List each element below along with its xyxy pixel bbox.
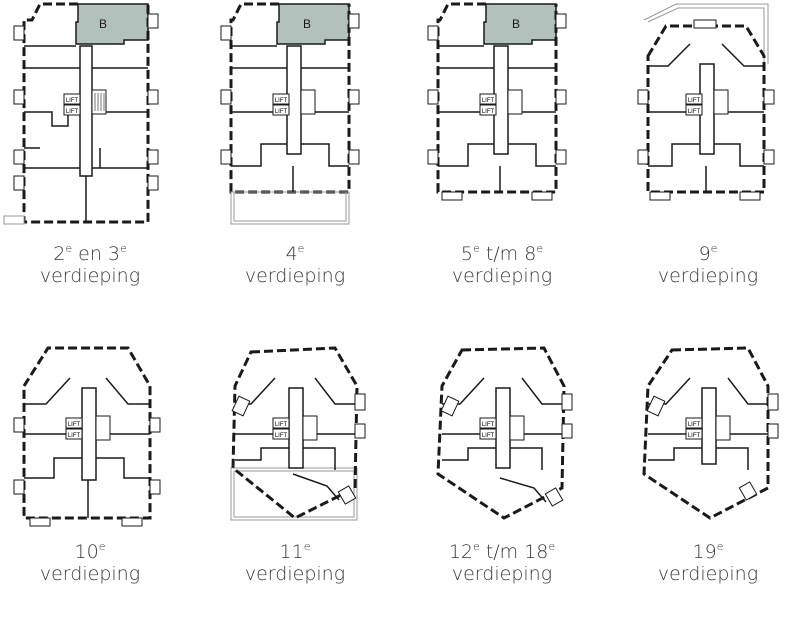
floorplan-10: LIFT LIFT 10e verdieping (0, 338, 180, 618)
svg-text:B: B (512, 17, 520, 31)
floor-caption-11: 11e verdieping (244, 540, 346, 585)
svg-text:LIFT: LIFT (688, 422, 701, 428)
svg-text:LIFT: LIFT (66, 109, 79, 115)
floorplan-11: LIFT LIFT 11e verdieping (205, 338, 385, 618)
floorplan-9: LIFT LIFT 9e verdieping (618, 0, 798, 287)
floor-caption-12-18: 12e t/m 18e verdieping (448, 540, 556, 585)
floor-caption-9: 9e verdieping (657, 242, 759, 287)
floorplan-4-drawing: B LIFT LIFT (220, 2, 360, 225)
svg-text:LIFT: LIFT (275, 422, 288, 428)
floorplan-10-drawing: LIFT LIFT (13, 346, 161, 527)
svg-text:LIFT: LIFT (275, 109, 288, 115)
floor-caption-5-8: 5e t/m 8e verdieping (451, 242, 553, 287)
floorplan-19: LIFT LIFT 19e verdieping (618, 338, 798, 618)
floor-caption-19: 19e verdieping (657, 540, 759, 585)
svg-text:LIFT: LIFT (482, 98, 495, 104)
floorplan-12-18-drawing: LIFT LIFT (436, 346, 573, 520)
svg-text:LIFT: LIFT (482, 422, 495, 428)
floorplan-19-drawing: LIFT LIFT (642, 346, 779, 520)
svg-text:LIFT: LIFT (688, 98, 701, 104)
svg-text:LIFT: LIFT (688, 109, 701, 115)
svg-text:LIFT: LIFT (482, 433, 495, 439)
svg-text:LIFT: LIFT (68, 422, 81, 428)
svg-text:B: B (303, 17, 311, 31)
floor-caption-2-3: 2e en 3e verdieping (39, 242, 141, 287)
floor-caption-10: 10e verdieping (39, 540, 141, 585)
floorplan-2-3-drawing: B LIFT LIFT (3, 2, 159, 225)
svg-text:LIFT: LIFT (275, 98, 288, 104)
floorplan-12-18: LIFT LIFT 12e t/m 18e verdieping (412, 338, 592, 618)
floorplan-9-drawing: LIFT LIFT (637, 3, 775, 201)
svg-text:B: B (99, 17, 107, 31)
floorplan-5-8-drawing: B LIFT LIFT (427, 2, 567, 201)
floorplan-4: B LIFT LIFT 4e verdieping (205, 0, 385, 287)
svg-text:LIFT: LIFT (688, 433, 701, 439)
svg-text:LIFT: LIFT (275, 433, 288, 439)
svg-text:LIFT: LIFT (482, 109, 495, 115)
floorplan-2-3: B LIFT LIFT 2e en 3e verdieping (0, 0, 180, 287)
floorplan-5-8: B LIFT LIFT 5e t/m 8e verdieping (412, 0, 592, 287)
svg-text:LIFT: LIFT (68, 433, 81, 439)
svg-text:LIFT: LIFT (66, 98, 79, 104)
floor-caption-4: 4e verdieping (244, 242, 346, 287)
floorplan-11-drawing: LIFT LIFT (230, 346, 366, 521)
